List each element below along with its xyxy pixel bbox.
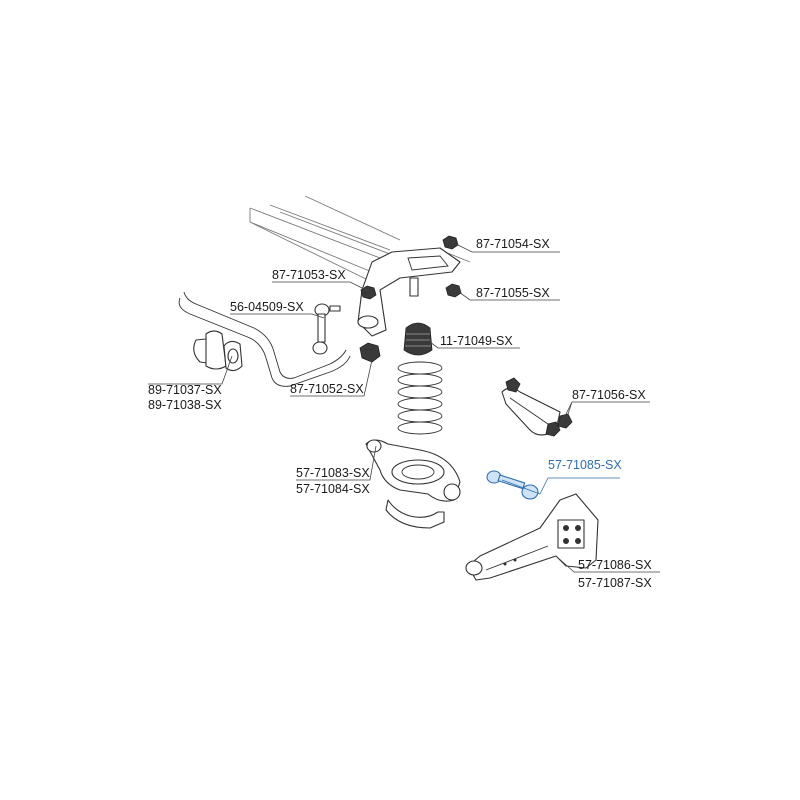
label-57-71084-sx: 57-71084-SX: [296, 482, 370, 496]
label-87-71053-sx: 87-71053-SX: [272, 268, 346, 282]
label-89-71037-sx: 89-71037-SX: [148, 383, 222, 397]
adjustable-toe-link: [486, 470, 541, 500]
leader-lines: [148, 243, 660, 573]
label-11-71049-sx: 11-71049-SX: [440, 334, 513, 348]
trailing-arm-knuckle: [465, 493, 599, 581]
arb-bush-bracket: [193, 330, 243, 372]
label-87-71055-sx: 87-71055-SX: [476, 286, 550, 300]
label-57-71086-sx: 57-71086-SX: [578, 558, 652, 572]
label-56-04509-sx: 56-04509-SX: [230, 300, 304, 314]
label-57-71085-sx: 57-71085-SX: [548, 458, 622, 472]
subframe: [249, 195, 471, 337]
label-57-71087-sx: 57-71087-SX: [578, 576, 652, 590]
anti-roll-bar: [178, 291, 351, 387]
label-57-71083-sx: 57-71083-SX: [296, 466, 370, 480]
label-89-71038-sx: 89-71038-SX: [148, 398, 222, 412]
bump-stop: [403, 322, 433, 356]
nut-87-71055: [445, 283, 462, 298]
upper-arm: [501, 377, 573, 437]
nut-87-71054: [442, 235, 459, 250]
lower-spring-arm: [365, 439, 461, 529]
bush-87-71052: [359, 342, 381, 363]
drop-link: [312, 303, 341, 355]
label-87-71056-sx: 87-71056-SX: [572, 388, 646, 402]
label-87-71054-sx: 87-71054-SX: [476, 237, 550, 251]
label-87-71052-sx: 87-71052-SX: [290, 382, 364, 396]
coil-spring: [397, 361, 443, 435]
